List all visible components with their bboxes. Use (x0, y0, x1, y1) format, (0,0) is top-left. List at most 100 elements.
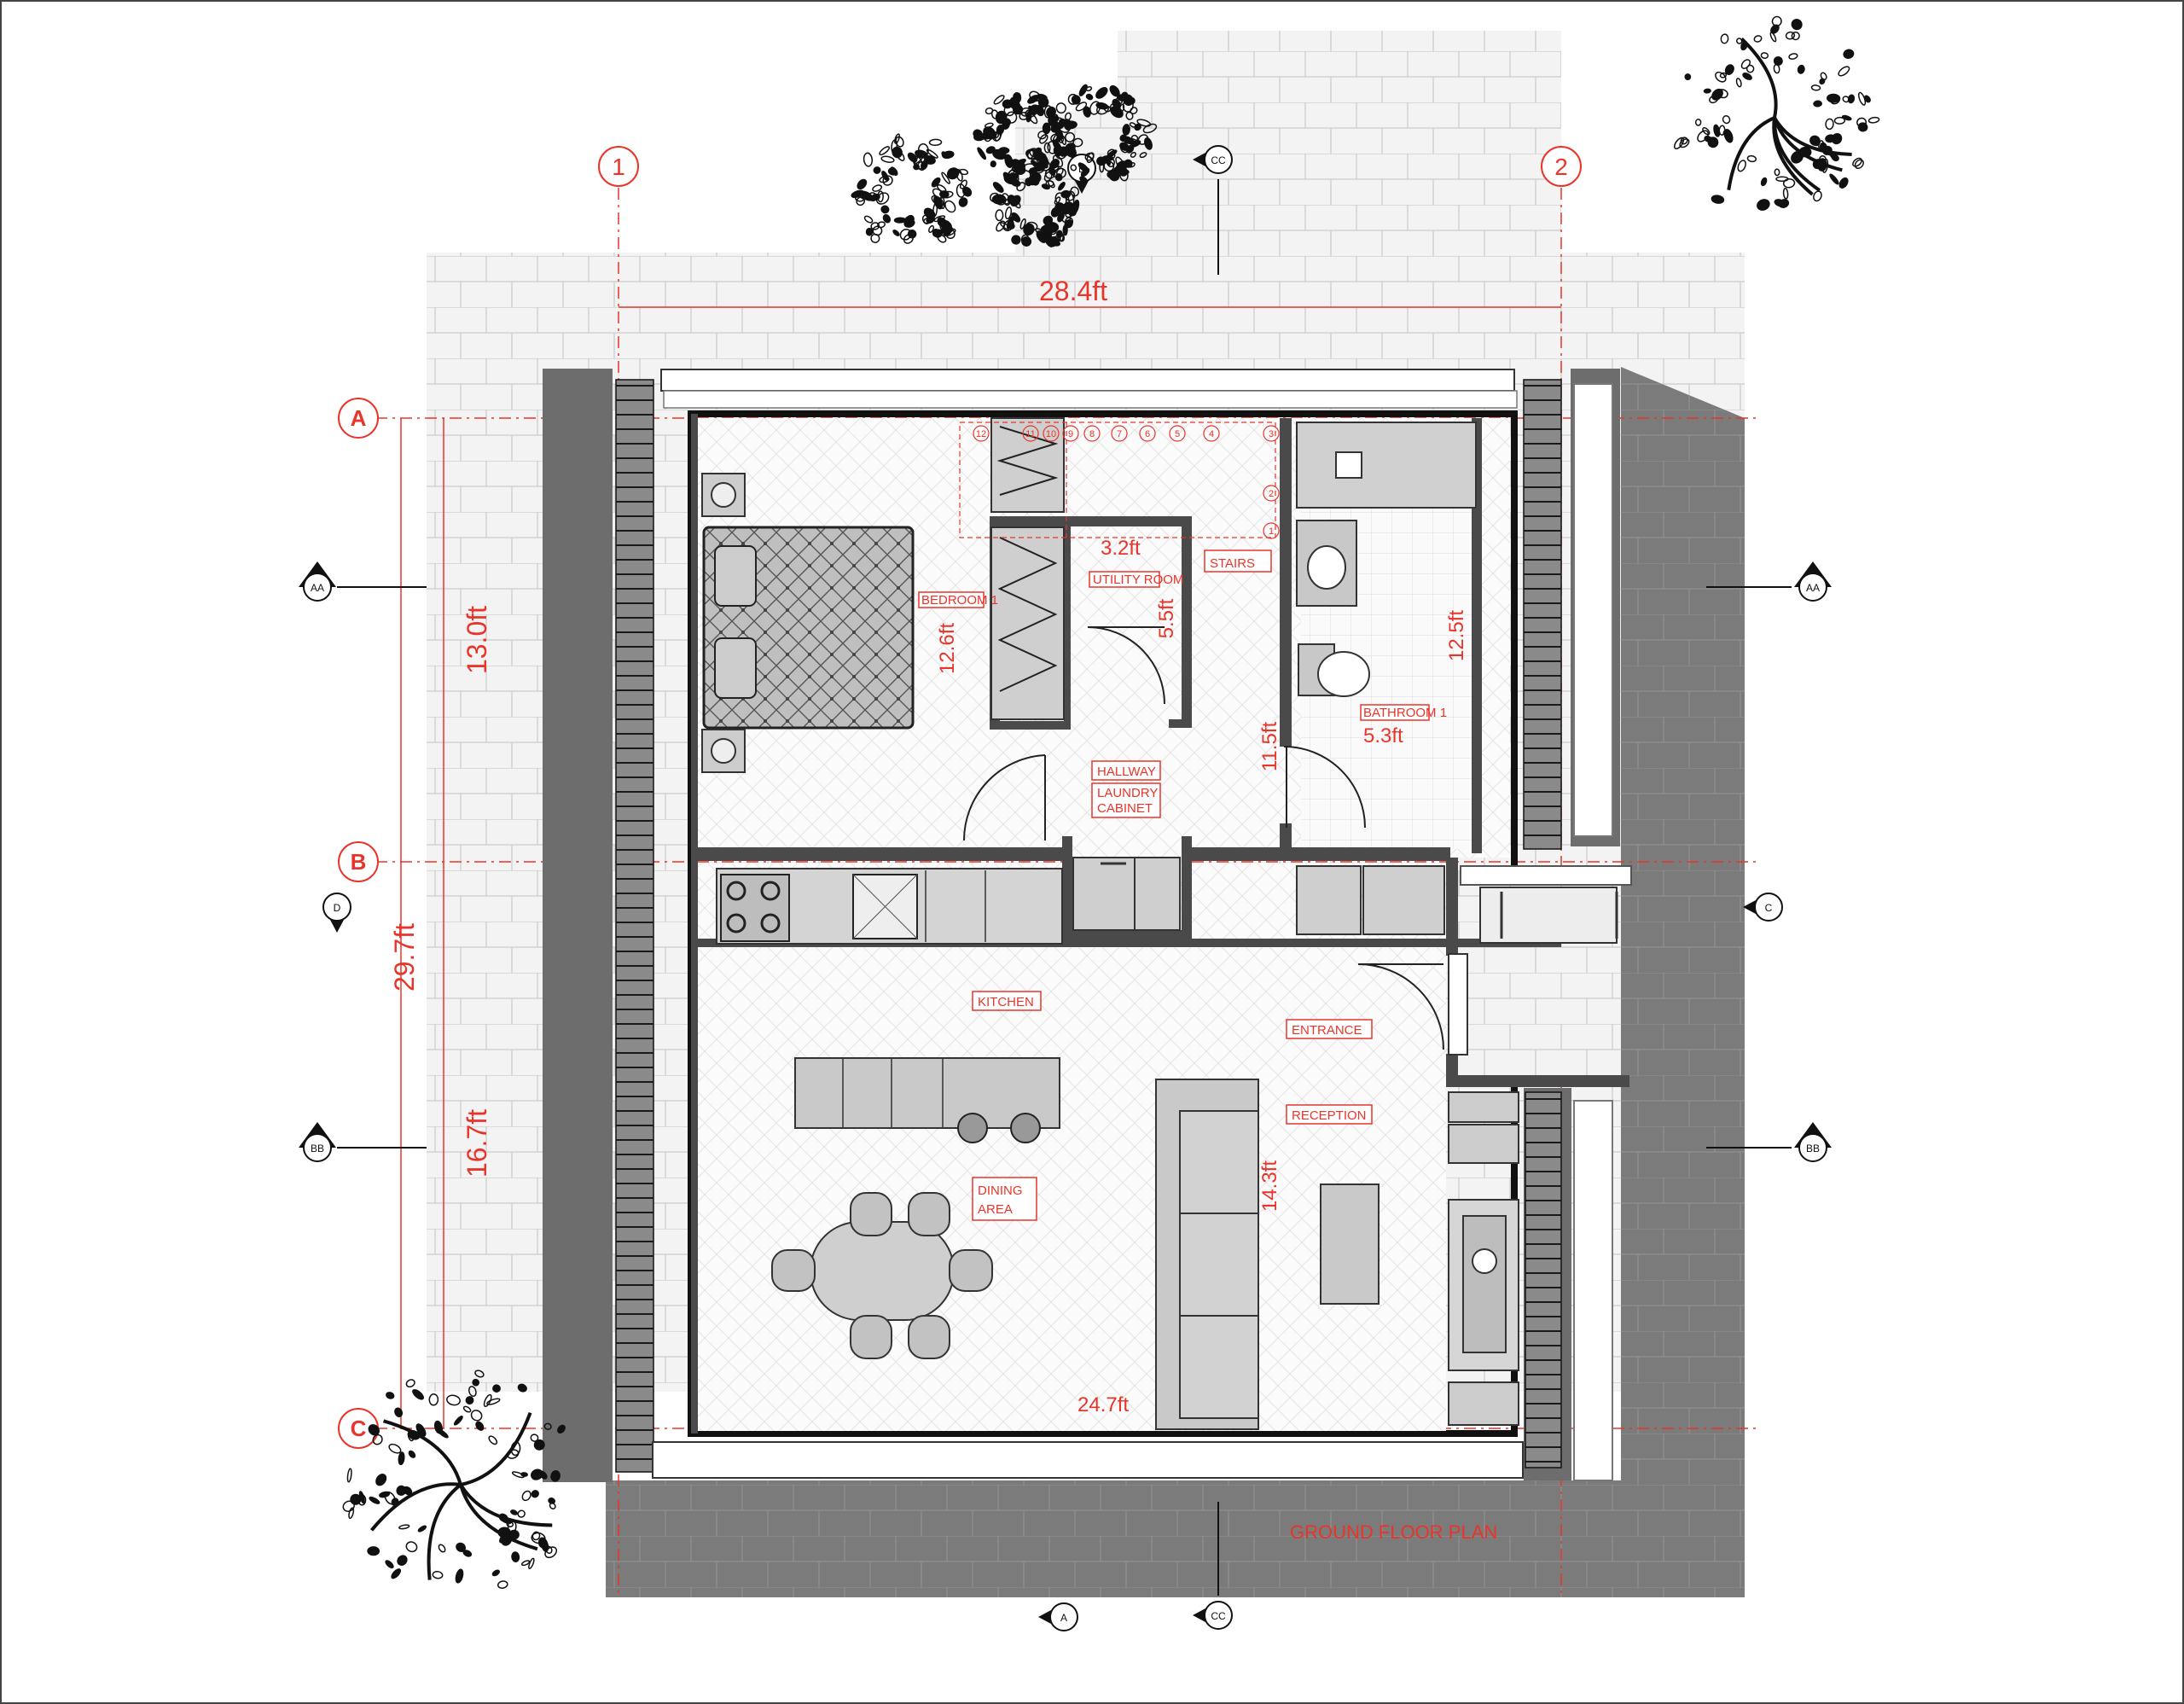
section-marker-label: AA (1806, 582, 1820, 594)
label-kitchen: KITCHEN (978, 995, 1034, 1009)
dim-rear-depth: 16.7ft (462, 1109, 492, 1178)
laundry-cabinet (1072, 857, 1181, 931)
plan-title: GROUND FLOOR PLAN (1290, 1521, 1497, 1543)
section-marker: CC (1193, 145, 1233, 275)
kitchen-island (794, 1057, 1060, 1143)
section-marker-label: A (1060, 1612, 1067, 1624)
section-marker-label: D (334, 902, 341, 914)
room-labels: BEDROOM 1 UTILITY ROOM STAIRS BATHROOM 1… (918, 550, 1447, 1221)
stair-step-number: 12 (976, 429, 986, 439)
facade-slats-east (1524, 385, 1561, 1463)
stair-step-circle (1169, 425, 1186, 442)
stair-step-number: 3 (1269, 429, 1274, 439)
shrub-top-3 (989, 162, 1080, 247)
section-marker-label: CC (1211, 1610, 1226, 1622)
dim-utility-width: 3.2ft (1101, 537, 1141, 560)
stair-step-circle (973, 425, 990, 442)
section-marker-label: BB (1806, 1143, 1820, 1154)
grid-label-a: A (351, 405, 367, 431)
dim-living-width: 24.7ft (1077, 1393, 1129, 1416)
dim-overall-width: 28.4ft (1039, 276, 1107, 306)
fireplace-unit (1448, 1091, 1519, 1426)
section-marker-label: CC (1211, 154, 1226, 166)
interior-walls (691, 414, 1629, 1434)
stair-step-circle (1111, 425, 1128, 442)
grid-bubble-b: B (338, 841, 379, 882)
label-cabinet: CABINET (1097, 801, 1153, 816)
label-utility: UTILITY ROOM (1093, 573, 1183, 587)
section-marker-label: AA (311, 582, 324, 594)
grid-label-c: C (351, 1416, 367, 1441)
section-marker: BB (1706, 1122, 1832, 1162)
grid-label-b: B (351, 849, 367, 875)
stair-step-circle (1263, 485, 1280, 502)
section-marker: C (1743, 893, 1783, 922)
stair-step-number: 1 (1269, 526, 1274, 537)
nightstands (701, 473, 746, 773)
entrance-vestibule (1448, 865, 1632, 1056)
label-laundry: LAUNDRY (1097, 786, 1158, 800)
grid-bubble-1: 1 (598, 146, 639, 187)
section-markers: AA AA BB BB CC CC B A D C (299, 145, 1832, 1631)
section-marker: BB (299, 1122, 427, 1162)
tree-bottom-left (342, 1370, 566, 1589)
stair-step-circle (1043, 425, 1060, 442)
section-marker: D (322, 893, 351, 933)
grid-bubble-2: 2 (1541, 146, 1582, 187)
kitchen-counter (716, 868, 1063, 945)
label-entrance: ENTRANCE (1292, 1023, 1362, 1038)
coffee-table (1320, 1183, 1380, 1305)
sofa (1155, 1079, 1259, 1430)
label-area: AREA (978, 1202, 1013, 1217)
dim-utility-depth: 5.5ft (1155, 598, 1178, 638)
stair-step-number: 10 (1046, 429, 1056, 439)
stair-step-circle (1263, 522, 1280, 539)
dim-bathroom-depth: 12.5ft (1445, 610, 1468, 661)
dim-hall-depth: 11.5ft (1258, 722, 1281, 772)
dim-overall-depth: 29.7ft (389, 923, 420, 992)
dining-table-set (771, 1192, 993, 1359)
stair-step-circle (1083, 425, 1101, 442)
section-marker-label: C (1765, 902, 1773, 914)
landscape-trees (342, 15, 1880, 1589)
stair-step-circle (1022, 425, 1039, 442)
stair-step-number: 2 (1269, 489, 1274, 499)
stair-step-number: 6 (1145, 429, 1150, 439)
facade-slats-west (616, 385, 653, 1460)
label-bathroom: BATHROOM 1 (1363, 706, 1447, 720)
label-hallway: HALLWAY (1097, 765, 1156, 779)
grid-bubble-a: A (338, 398, 379, 439)
label-bedroom: BEDROOM 1 (921, 593, 998, 608)
stair-step-circle (1139, 425, 1156, 442)
utility-appliances (1296, 865, 1445, 935)
dim-bathroom-width: 5.3ft (1363, 724, 1403, 747)
dim-living-depth: 14.3ft (1258, 1160, 1281, 1212)
bathroom-fixtures (1296, 422, 1477, 697)
section-marker: AA (1706, 561, 1832, 602)
shrub-top-4 (1048, 84, 1158, 184)
bed (702, 526, 915, 730)
grid-label-2: 2 (1554, 154, 1568, 180)
stair-step-circle (1263, 425, 1280, 442)
stair-step-circle (1203, 425, 1220, 442)
section-marker: AA (299, 561, 427, 602)
stair-step-number: 7 (1117, 429, 1122, 439)
dim-bedroom-depth: 12.6ft (936, 623, 959, 674)
stair-step-circle (1062, 425, 1079, 442)
section-marker: A (1038, 1602, 1078, 1631)
section-marker: CC (1193, 1502, 1233, 1630)
dim-front-depth: 13.0ft (462, 606, 492, 674)
stair-step-number: 9 (1068, 429, 1073, 439)
stair-step-number: 8 (1089, 429, 1095, 439)
dimension-lines (400, 306, 1561, 1428)
label-stairs: STAIRS (1210, 556, 1255, 571)
door-swings (962, 626, 1444, 1050)
stair-step-number: 4 (1209, 429, 1214, 439)
tree-top-right (1674, 15, 1880, 211)
label-dining: DINING (978, 1183, 1023, 1198)
label-reception: RECEPTION (1292, 1108, 1367, 1123)
exterior-walls (543, 369, 1620, 1482)
